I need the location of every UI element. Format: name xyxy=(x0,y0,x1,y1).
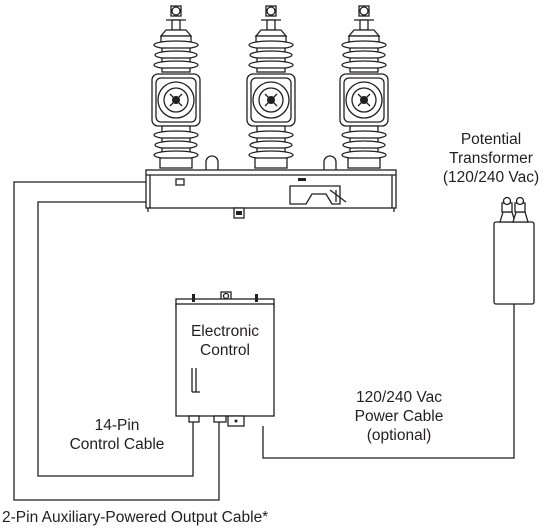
potential-transformer-label: Potential Transformer (120/240 Vac) xyxy=(438,130,544,187)
pt-label-line-3: (120/240 Vac) xyxy=(442,169,540,186)
control-cable-label-line-2: Control Cable xyxy=(69,436,165,453)
bushing-2 xyxy=(246,5,296,169)
power-cable xyxy=(262,304,515,459)
pt-label-line-2: Transformer xyxy=(449,150,533,167)
power-label-line-2: Power Cable xyxy=(354,408,444,425)
aux-cable-label: 2-Pin Auxiliary-Powered Output Cable* xyxy=(2,508,282,527)
electronic-control-label: Electronic Control xyxy=(176,322,274,360)
power-label-line-1: 120/240 Vac xyxy=(356,389,442,406)
control-cable-label-line-1: 14-Pin xyxy=(94,417,140,434)
potential-transformer xyxy=(493,196,535,305)
bushing-1 xyxy=(151,5,201,169)
recloser-tank xyxy=(145,155,397,219)
aux-output-cable xyxy=(13,181,220,501)
aux-cable-label-text: 2-Pin Auxiliary-Powered Output Cable* xyxy=(2,509,269,526)
control-cable-label: 14-Pin Control Cable xyxy=(52,416,182,454)
electronic-control-cabinet xyxy=(175,291,275,427)
power-cable-label: 120/240 Vac Power Cable (optional) xyxy=(340,388,458,445)
bushing-3 xyxy=(339,5,389,169)
control-cable-14pin xyxy=(37,201,194,477)
control-label-line-2: Control xyxy=(200,342,250,359)
control-label-line-1: Electronic xyxy=(190,323,260,340)
pt-label-line-1: Potential xyxy=(460,131,522,148)
power-label-line-3: (optional) xyxy=(366,427,432,444)
